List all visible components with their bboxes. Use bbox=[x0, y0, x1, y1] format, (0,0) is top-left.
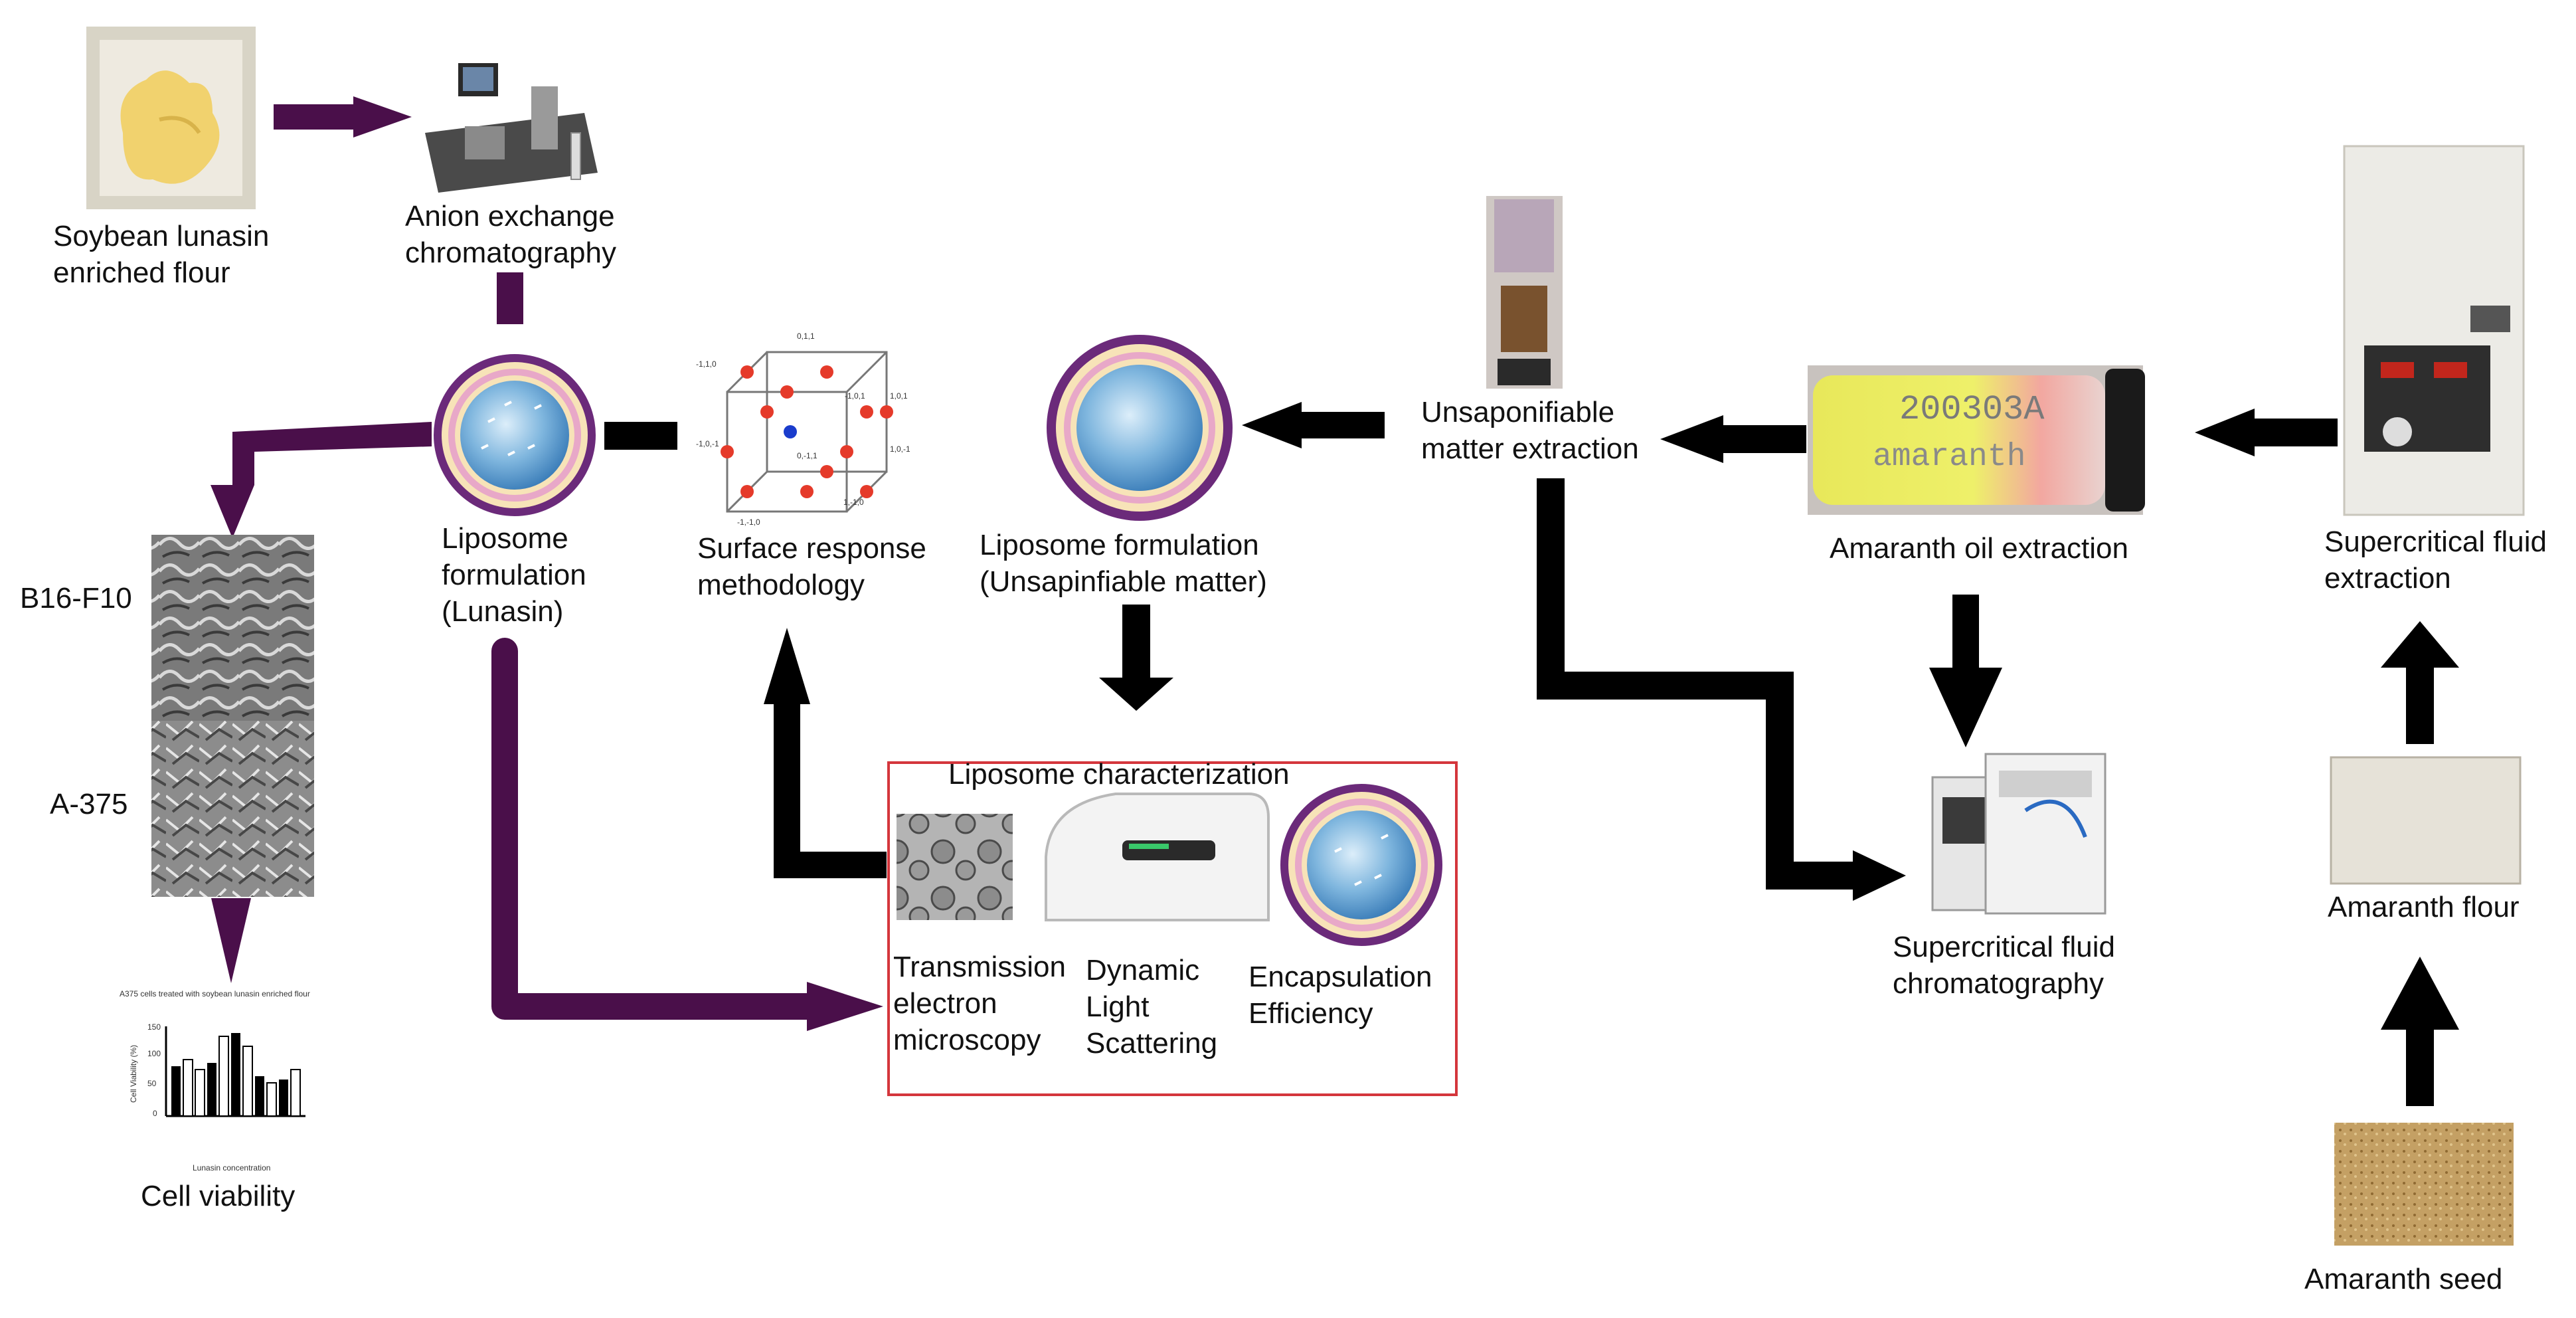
amaranth-seed-photo bbox=[2334, 1123, 2514, 1246]
label-surface-response-1: Surface response bbox=[697, 532, 926, 565]
characterization-box bbox=[887, 761, 1458, 1096]
sfc-instrument-photo bbox=[1931, 753, 2106, 915]
liposome-characterization-illustration bbox=[1280, 784, 1442, 946]
svg-text:200303A: 200303A bbox=[1899, 390, 2045, 429]
arrow-flour-to-sfe bbox=[2381, 621, 2459, 744]
label-liposome-unsap-2: (Unsapinfiable matter) bbox=[980, 565, 1267, 598]
soybean-flour-photo bbox=[86, 27, 256, 209]
label-tem-3: microscopy bbox=[893, 1024, 1041, 1056]
label-liposome-lunasin-2: formulation bbox=[442, 559, 586, 591]
arrow-oil-to-sfc bbox=[1929, 595, 2002, 747]
arrow-characterization-to-srm bbox=[764, 628, 887, 878]
label-amaranth-seed: Amaranth seed bbox=[2304, 1263, 2502, 1295]
svg-text:0,-1,1: 0,-1,1 bbox=[797, 451, 817, 460]
arrow-cells-to-viability bbox=[211, 898, 251, 983]
svg-text:A375 cells treated with soybea: A375 cells treated with soybean lunasin … bbox=[120, 989, 310, 998]
arrow-unsap-to-sfc bbox=[1537, 478, 1906, 901]
tem-image bbox=[897, 814, 1013, 920]
label-a375: A-375 bbox=[50, 788, 128, 820]
label-dls-2: Light bbox=[1086, 990, 1149, 1023]
text-labels: Soybean lunasin enriched flour Anion exc… bbox=[20, 200, 2547, 1295]
svg-text:amaranth: amaranth bbox=[1873, 439, 2025, 475]
svg-text:0: 0 bbox=[153, 1109, 157, 1118]
arrow-unsap-to-liposome bbox=[1242, 402, 1385, 448]
label-sfe-1: Supercritical fluid bbox=[2324, 525, 2547, 558]
liposome-unsap-illustration bbox=[1047, 335, 1233, 521]
label-tem-2: electron bbox=[893, 987, 997, 1020]
label-dls-3: Scattering bbox=[1086, 1027, 1217, 1060]
dls-instrument bbox=[1045, 793, 1270, 921]
label-sfc-1: Supercritical fluid bbox=[1893, 931, 2115, 963]
cell-image-a375 bbox=[151, 721, 314, 897]
arrow-liposome-to-cells bbox=[211, 422, 432, 538]
svg-text:-1,0,-1: -1,0,-1 bbox=[696, 439, 719, 448]
label-b16-f10: B16-F10 bbox=[20, 582, 132, 614]
label-soybean-flour-2: enriched flour bbox=[53, 256, 230, 289]
label-anion-exchange-2: chromatography bbox=[405, 236, 616, 269]
label-ee-2: Efficiency bbox=[1248, 997, 1373, 1030]
svg-text:50: 50 bbox=[147, 1079, 157, 1088]
svg-text:1,-1,0: 1,-1,0 bbox=[843, 498, 864, 507]
label-dls-1: Dynamic bbox=[1086, 954, 1199, 987]
amaranth-flour-photo bbox=[2330, 756, 2522, 885]
svg-text:0,1,1: 0,1,1 bbox=[797, 331, 815, 341]
label-tem-1: Transmission bbox=[893, 951, 1066, 983]
svg-text:Lunasin concentration: Lunasin concentration bbox=[193, 1163, 270, 1173]
svg-text:1,0,1: 1,0,1 bbox=[890, 391, 908, 401]
cell-viability-chart: A375 cells treated with soybean lunasin … bbox=[120, 989, 310, 1173]
svg-text:-1,0,1: -1,0,1 bbox=[845, 391, 865, 401]
arrow-flour-to-anion bbox=[274, 96, 412, 138]
sfe-instrument-photo bbox=[2343, 145, 2525, 516]
svg-text:100: 100 bbox=[147, 1049, 161, 1058]
label-unsap-extraction-2: matter extraction bbox=[1421, 432, 1639, 465]
svg-text:Cell Viability (%): Cell Viability (%) bbox=[129, 1045, 138, 1103]
svg-text:-1,-1,0: -1,-1,0 bbox=[737, 518, 760, 527]
arrow-oil-to-unsap bbox=[1660, 415, 1806, 463]
amaranth-oil-tube-photo: 200303A amaranth bbox=[1808, 365, 2145, 515]
label-ee-1: Encapsulation bbox=[1248, 961, 1432, 993]
surface-response-cube: 0,1,1 -1,1,0 -1,0,1 1,0,1 -1,0,-1 1,0,-1… bbox=[696, 331, 910, 527]
label-unsap-extraction-1: Unsaponifiable bbox=[1421, 396, 1614, 428]
label-amaranth-flour: Amaranth flour bbox=[2328, 891, 2520, 923]
label-sfe-2: extraction bbox=[2324, 562, 2451, 595]
arrow-sfe-to-oil bbox=[2195, 409, 2338, 456]
arrows bbox=[211, 96, 2459, 1106]
label-soybean-flour-1: Soybean lunasin bbox=[53, 220, 269, 252]
arrow-liposome-to-srm bbox=[604, 422, 677, 450]
label-liposome-unsap-1: Liposome formulation bbox=[980, 529, 1259, 561]
label-sfc-2: chromatography bbox=[1893, 967, 2104, 1000]
label-liposome-lunasin-1: Liposome bbox=[442, 522, 568, 555]
label-amaranth-oil: Amaranth oil extraction bbox=[1830, 532, 2128, 565]
unsap-extraction-photo bbox=[1486, 196, 1563, 389]
label-liposome-lunasin-3: (Lunasin) bbox=[442, 595, 563, 628]
svg-text:150: 150 bbox=[147, 1022, 161, 1032]
label-characterization-title: Liposome characterization bbox=[948, 758, 1290, 791]
svg-text:-1,1,0: -1,1,0 bbox=[696, 359, 717, 369]
arrow-liposome-unsap-to-characterization bbox=[1099, 605, 1173, 711]
svg-text:1,0,-1: 1,0,-1 bbox=[890, 444, 910, 454]
arrow-liposome-to-characterization bbox=[491, 638, 883, 1031]
arrow-seed-to-flour bbox=[2381, 957, 2459, 1106]
chromatography-instrument bbox=[425, 63, 598, 193]
arrow-anion-to-liposome bbox=[497, 272, 523, 324]
label-surface-response-2: methodology bbox=[697, 569, 865, 601]
cell-image-b16-f10 bbox=[151, 535, 314, 721]
label-anion-exchange-1: Anion exchange bbox=[405, 200, 615, 233]
liposome-lunasin-illustration bbox=[434, 354, 596, 516]
label-cell-viability: Cell viability bbox=[141, 1180, 295, 1212]
